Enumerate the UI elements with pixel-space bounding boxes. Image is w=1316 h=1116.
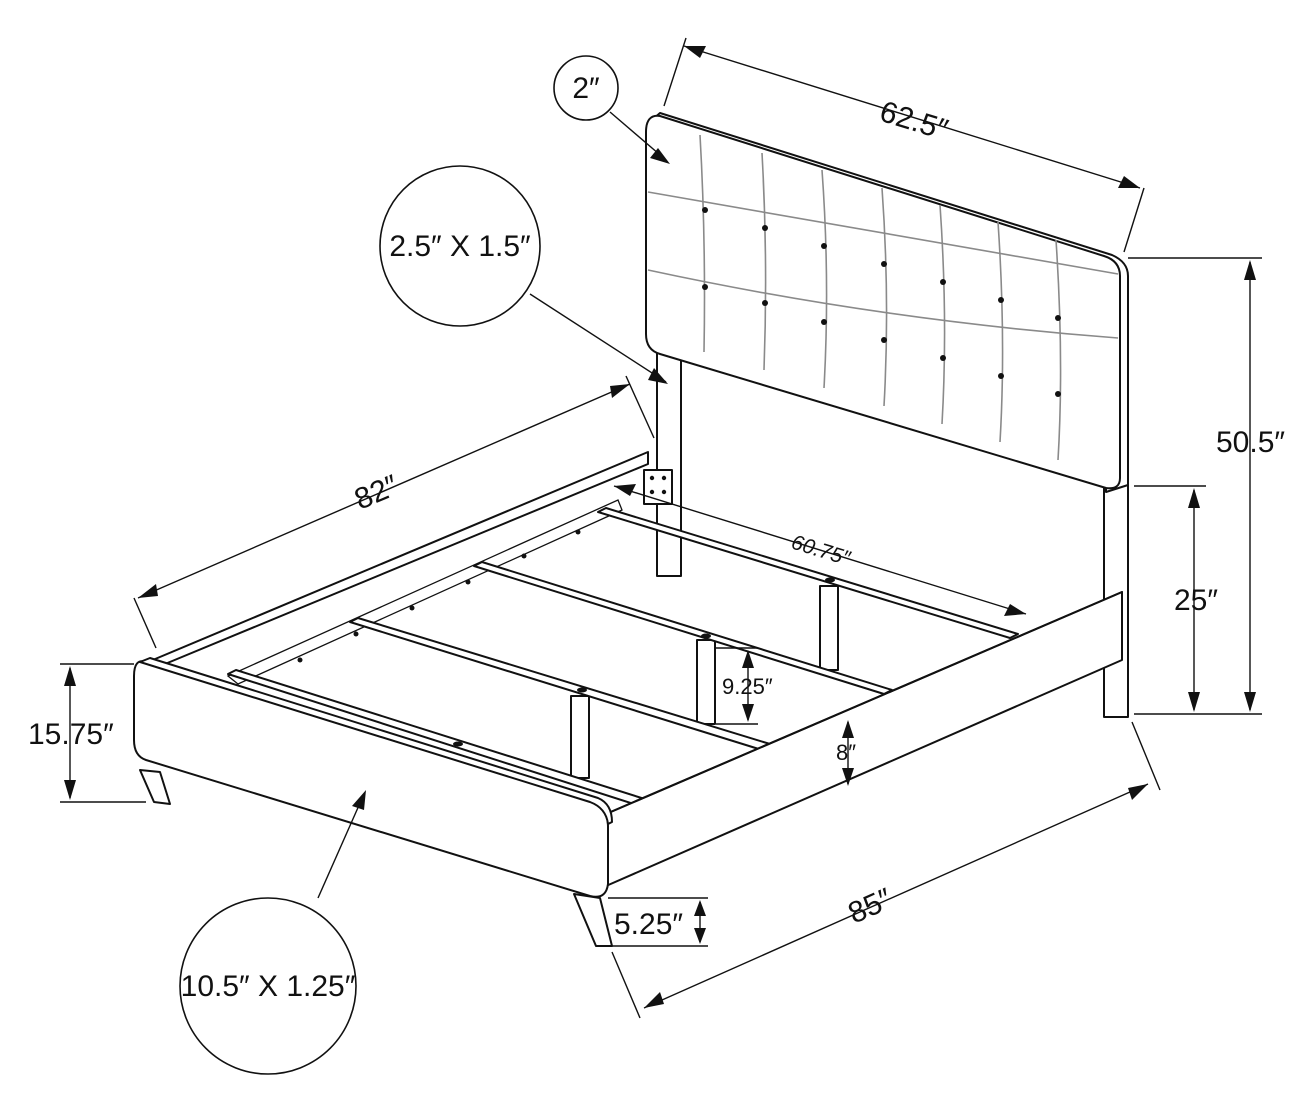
overall-height-label: 50.5″	[1216, 426, 1285, 459]
headboard-thickness-label: 2″	[572, 72, 600, 105]
rail-bracket	[643, 469, 673, 505]
footboard	[133, 657, 613, 947]
footboard-top	[139, 657, 613, 825]
leg-height-label: 5.25″	[614, 908, 683, 941]
leg-size-bubble	[179, 897, 357, 1075]
footboard-height-label: 15.75″	[28, 718, 114, 751]
headboard-tufting	[647, 134, 1119, 461]
overall-length-label: 82″	[350, 469, 404, 517]
post-size-bubble	[379, 165, 541, 327]
headboard-base-height-label: 25″	[1174, 584, 1218, 617]
post-size-label: 2.5″ X 1.5″	[389, 230, 531, 263]
left-ledger	[226, 499, 623, 685]
right-front-leg	[573, 893, 613, 947]
overall-width-label: 85″	[843, 882, 897, 930]
rail-height-label: 8″	[836, 740, 856, 765]
headboard	[643, 112, 1129, 718]
leg-size-label: 10.5″ X 1.25″	[181, 970, 356, 1003]
slat-span-label: 60.75″	[789, 531, 855, 571]
support-leg-2	[696, 639, 716, 725]
dimension-lines	[60, 37, 1262, 1019]
support-leg-3	[819, 585, 839, 671]
left-front-leg	[139, 769, 171, 805]
headboard-left-post	[656, 347, 682, 577]
headboard-width-label: 62.5″	[876, 95, 952, 147]
headboard-panel	[645, 114, 1121, 490]
bed-frame	[147, 451, 1123, 887]
headboard-thickness-bubble	[553, 55, 619, 121]
support-leg-1	[570, 695, 590, 779]
clearance-label: 9.25″	[722, 674, 773, 699]
slat-4	[597, 507, 1019, 639]
right-side-rail	[605, 591, 1123, 887]
